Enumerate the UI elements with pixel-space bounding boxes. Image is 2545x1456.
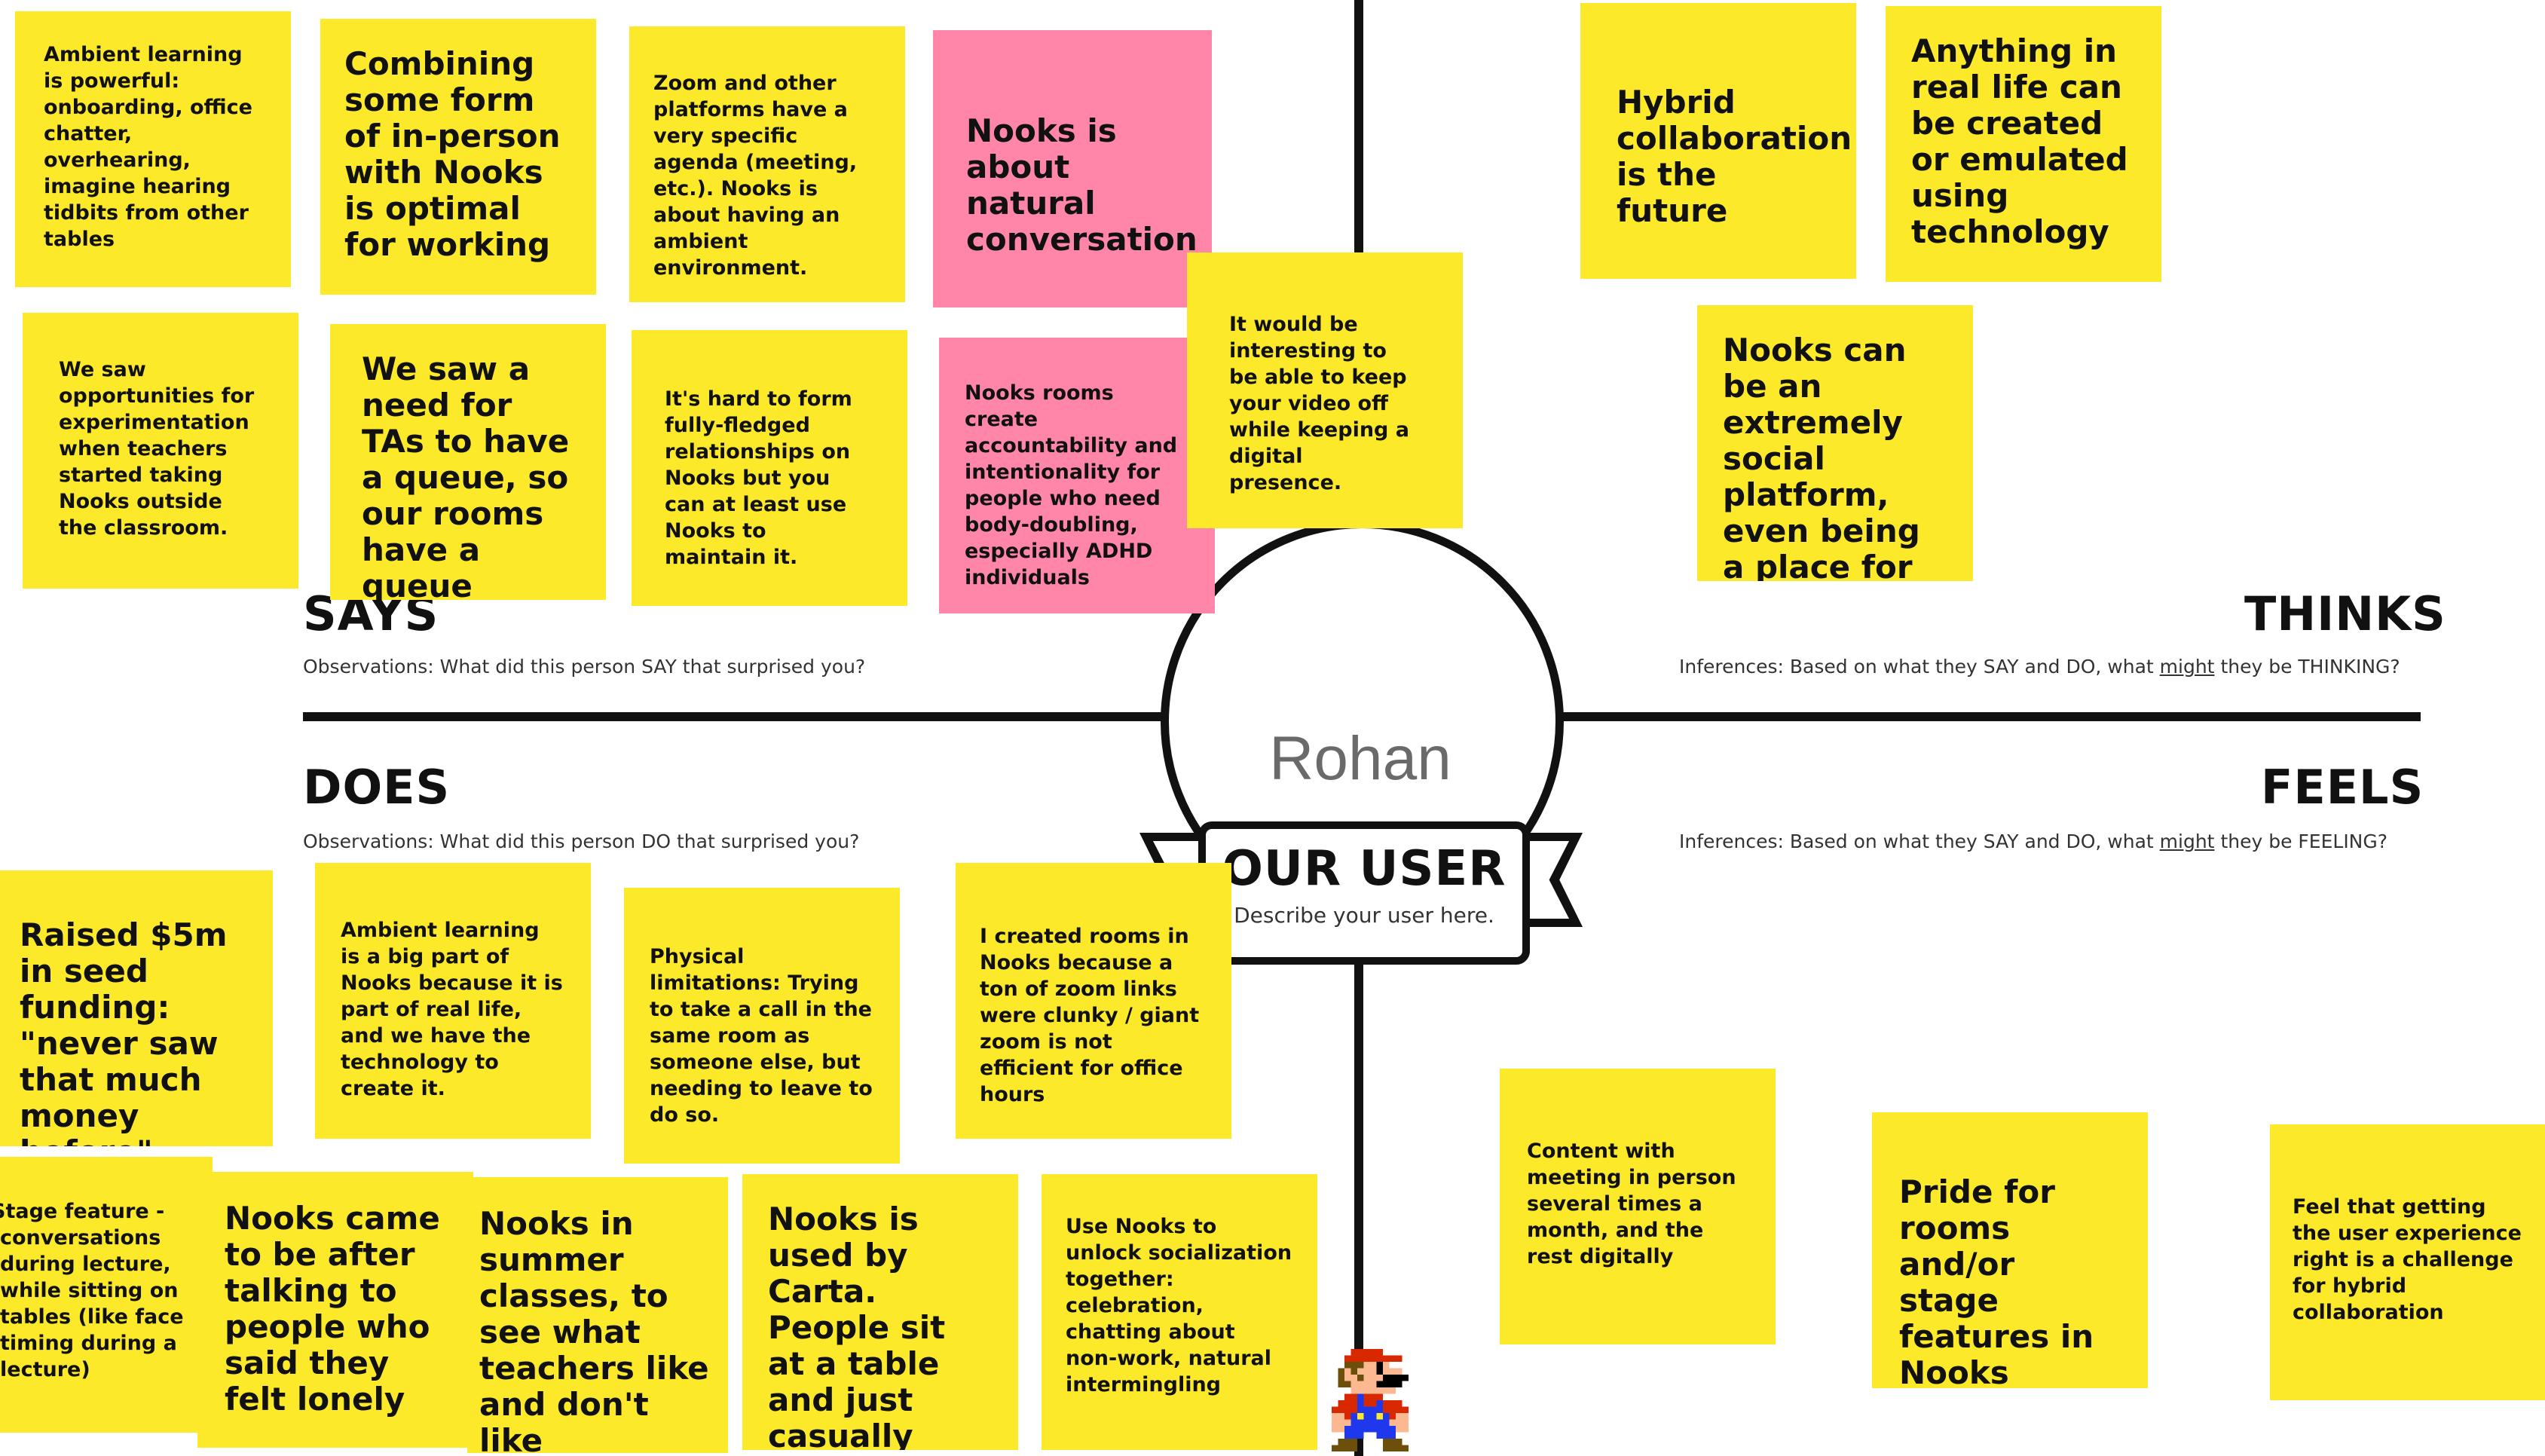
- sticky-note[interactable]: Content with meeting in person several t…: [1500, 1069, 1776, 1344]
- does-label: DOES: [303, 760, 451, 815]
- sticky-note[interactable]: Hybrid collaboration is the future: [1580, 3, 1856, 279]
- sticky-note[interactable]: Nooks is used by Carta. People sit at a …: [742, 1174, 1018, 1450]
- sticky-note[interactable]: It's hard to form fully-fledged relation…: [632, 330, 907, 606]
- sticky-note[interactable]: We saw a need for TAs to have a queue, s…: [330, 324, 606, 600]
- mario-pixel-icon[interactable]: [1319, 1349, 1421, 1451]
- sticky-note[interactable]: Anything in real life can be created or …: [1886, 6, 2161, 282]
- sticky-note[interactable]: We saw opportunities for experimentation…: [23, 313, 298, 589]
- sticky-note[interactable]: Ambient learning is a big part of Nooks …: [315, 863, 591, 1139]
- our-user-ribbon: OUR USER Describe your user here.: [1198, 821, 1530, 965]
- sticky-note[interactable]: Physical limitations: Trying to take a c…: [624, 888, 900, 1164]
- sticky-note[interactable]: Stage feature - conversations during lec…: [0, 1157, 213, 1433]
- ribbon-subtitle[interactable]: Describe your user here.: [1234, 903, 1494, 928]
- sticky-note[interactable]: Ambient learning is powerful: onboarding…: [15, 11, 291, 287]
- sticky-note[interactable]: Pride for rooms and/or stage features in…: [1872, 1112, 2148, 1388]
- sticky-note[interactable]: Combining some form of in-person with No…: [320, 19, 596, 295]
- ribbon-title: OUR USER: [1222, 841, 1507, 897]
- sticky-note-pink[interactable]: Nooks is about natural conversation: [933, 30, 1212, 307]
- sticky-note[interactable]: I created rooms in Nooks because a ton o…: [956, 863, 1231, 1139]
- sticky-note[interactable]: Raised $5m in seed funding: "never saw t…: [0, 870, 273, 1146]
- says-subtitle: Observations: What did this person SAY t…: [303, 656, 866, 678]
- sticky-note[interactable]: Nooks in summer classes, to see what tea…: [467, 1177, 728, 1453]
- sticky-note[interactable]: Use Nooks to unlock socialization togeth…: [1042, 1174, 1317, 1450]
- feels-subtitle: Inferences: Based on what they SAY and D…: [1679, 830, 2388, 852]
- feels-label: FEELS: [2261, 760, 2424, 815]
- thinks-label: THINKS: [2244, 586, 2446, 641]
- sticky-note[interactable]: Zoom and other platforms have a very spe…: [629, 26, 905, 302]
- sticky-note[interactable]: It would be interesting to be able to ke…: [1187, 252, 1463, 528]
- sticky-note[interactable]: Nooks came to be after talking to people…: [197, 1172, 473, 1448]
- does-subtitle: Observations: What did this person DO th…: [303, 830, 860, 852]
- sticky-note[interactable]: Feel that getting the user experience ri…: [2270, 1124, 2545, 1400]
- sticky-note[interactable]: Nooks can be an extremely social platfor…: [1697, 305, 1973, 581]
- user-name[interactable]: Rohan: [1269, 724, 1451, 793]
- thinks-subtitle: Inferences: Based on what they SAY and D…: [1679, 656, 2400, 678]
- sticky-note-pink[interactable]: Nooks rooms create accountability and in…: [939, 338, 1215, 613]
